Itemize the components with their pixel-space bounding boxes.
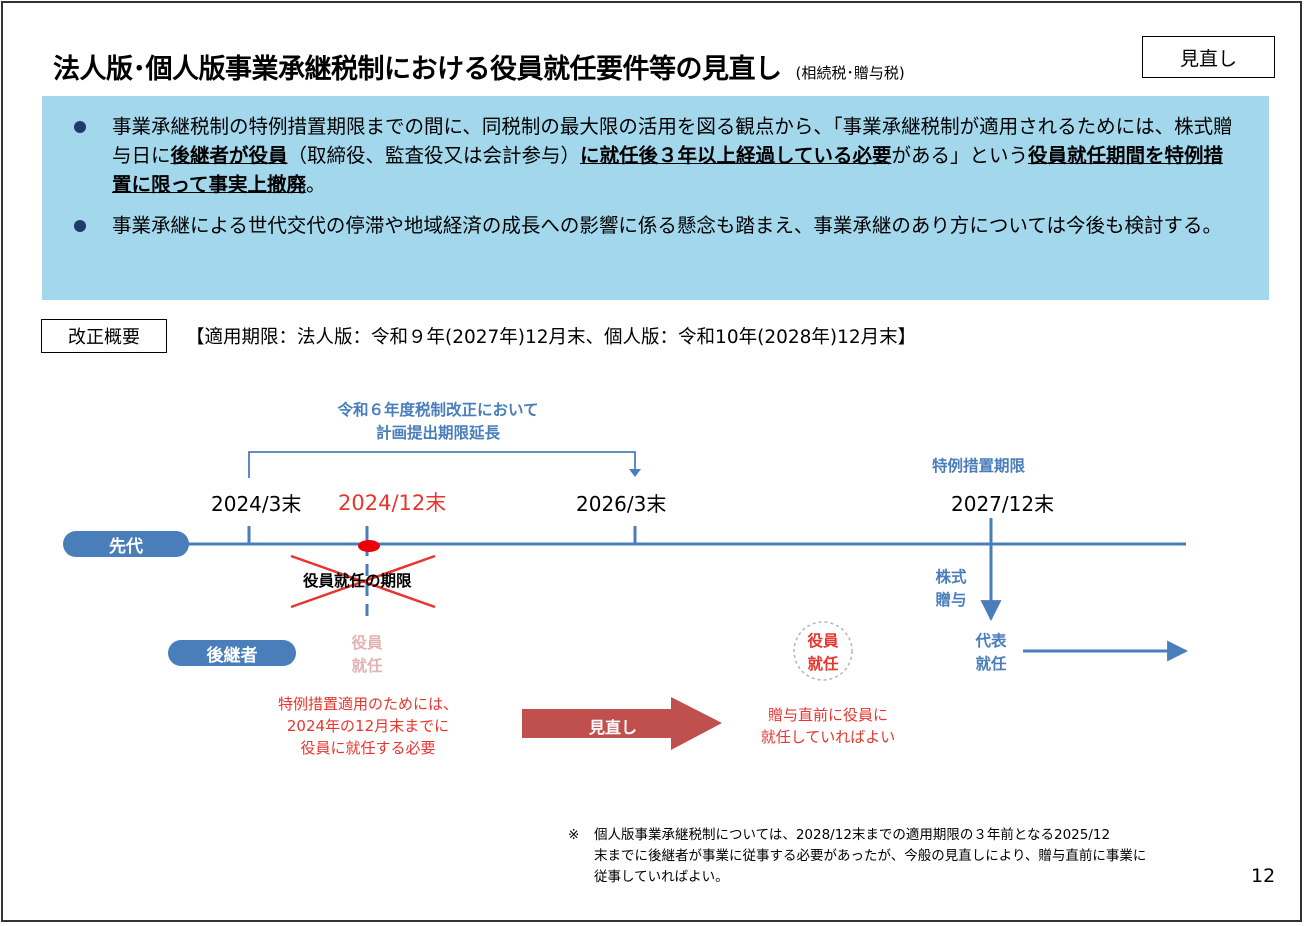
- representative-appointment: 代表 就任: [975, 632, 1007, 673]
- page-number: 12: [1251, 865, 1276, 887]
- timeline-diagram: [183, 451, 1189, 750]
- special-deadline-label: 特例措置期限: [932, 457, 1026, 475]
- new-officer-circle: [793, 621, 853, 681]
- page-title: 法人版･個人版事業承継税制における役員就任要件等の見直し(相続税･贈与税): [53, 54, 905, 85]
- date-2026-03: 2026/3末: [576, 492, 667, 516]
- old-rule-text: 特例措置適用のためには、 2024年の12月末までに 役員に就任する必要: [277, 695, 458, 757]
- date-2027-12: 2027/12末: [951, 492, 1055, 516]
- revision-tag: 見直し: [1142, 36, 1275, 78]
- old-deadline-marker-icon: [358, 540, 380, 552]
- plan-extension-note: 令和６年度税制改正において 計画提出期限延長: [337, 401, 539, 442]
- summary-bullet-1: 事業承継税制の特例措置期限までの間に、同税制の最大限の活用を図る観点から、「事業…: [72, 112, 1239, 199]
- bracket-arrow-icon: [629, 469, 641, 477]
- revision-arrow: [522, 697, 722, 750]
- revision-arrow-label: 見直し: [588, 718, 637, 737]
- new-officer-appointment: 役員 就任: [807, 632, 839, 673]
- bullet-dot-icon: [74, 220, 86, 232]
- summary-bullet-2: 事業承継による世代交代の停滞や地域経済の成長への影響に係る懸念も踏まえ、事業承継…: [72, 211, 1239, 240]
- date-2024-03: 2024/3末: [211, 492, 302, 516]
- old-deadline-label: 役員就任の期限: [303, 572, 412, 590]
- cross-out-line-2: [290, 554, 436, 609]
- successor-label: 後継者: [168, 640, 296, 666]
- plan-extension-bracket: [248, 451, 636, 478]
- overview-label: 改正概要: [41, 319, 167, 353]
- application-period: 【適用期限：法人版：令和９年(2027年)12月末、個人版：令和10年(2028…: [186, 327, 917, 348]
- date-2024-12: 2024/12末: [338, 491, 447, 515]
- bullet-dot-icon: [74, 121, 86, 133]
- old-officer-appointment: 役員 就任: [351, 634, 383, 675]
- footnote-mark: ※: [568, 827, 580, 843]
- new-rule-text: 贈与直前に役員に 就任していればよい: [760, 706, 896, 746]
- footnote: ※個人版事業承継税制については、2028/12末までの適用期限の３年前となる20…: [568, 827, 1147, 885]
- stock-gift-label: 株式 贈与: [935, 568, 967, 609]
- predecessor-label: 先代: [63, 531, 189, 557]
- page-subtitle: (相続税･贈与税): [795, 64, 905, 82]
- summary-box: 事業承継税制の特例措置期限までの間に、同税制の最大限の活用を図る観点から、「事業…: [42, 96, 1269, 300]
